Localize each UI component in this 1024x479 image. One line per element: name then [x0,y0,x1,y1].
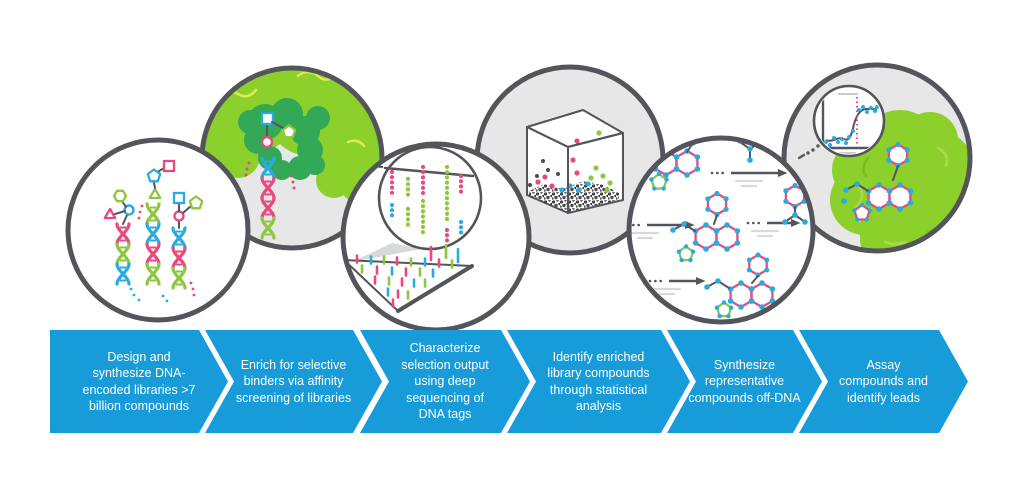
deep-sequencing-illustration [340,141,532,333]
step-2-label: Enrich for selective binders via affinit… [235,357,352,405]
dna-library-illustration [65,137,251,323]
step-2-enrich-binders: Enrich for selective binders via affinit… [205,330,382,433]
step-1-design-synthesize: Design and synthesize DNA- encoded libra… [50,330,228,433]
step-4-label: Identify enriched library compounds thro… [547,349,650,413]
step-4-identify-enriched: Identify enriched library compounds thro… [507,330,690,433]
step-1-label: Design and synthesize DNA- encoded libra… [82,349,196,413]
assay-dose-response-illustration [781,62,973,254]
step-5-synthesize-offdna: Synthesize representative compounds off-… [667,330,822,433]
off-dna-synthesis-illustration [626,135,816,325]
step-3-label: Characterize selection output using deep… [401,341,489,422]
protein-target-binding-illustration [199,65,385,251]
step-5-label: Synthesize representative compounds off-… [688,357,801,405]
step-6-label: Assay compounds and identify leads [839,357,928,405]
